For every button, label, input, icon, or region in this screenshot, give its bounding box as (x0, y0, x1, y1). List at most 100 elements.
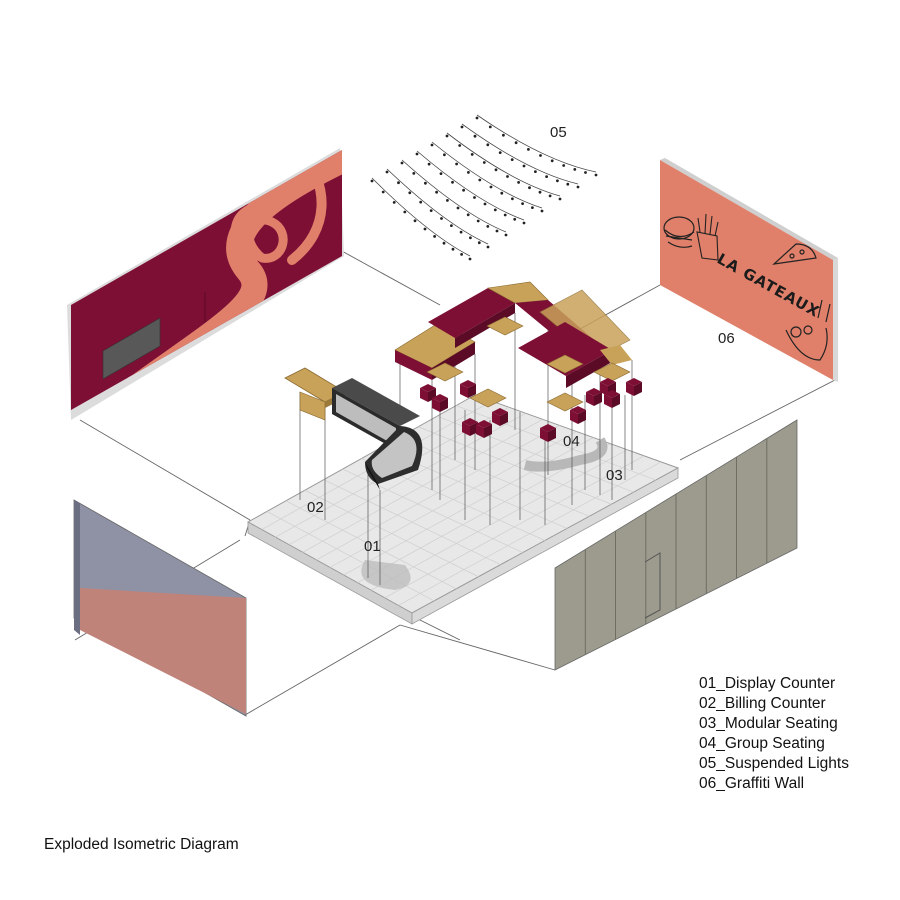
light-bulb (527, 148, 530, 151)
vertical-projection-lines (299, 313, 633, 585)
light-bulb (459, 230, 463, 234)
light-bulb (443, 153, 446, 157)
light-bulb (442, 241, 446, 245)
stool-side (484, 424, 492, 438)
light-bulb (473, 196, 476, 199)
fries-icon (696, 213, 719, 261)
light-bulb (458, 144, 462, 147)
stool-side (626, 382, 634, 396)
light-bulb (494, 168, 498, 172)
light-bulb (455, 162, 458, 166)
light-bulb (475, 116, 479, 120)
legend-item-group-seating: 04_Group Seating (699, 735, 825, 752)
table-top (469, 388, 507, 408)
light-bulb (528, 186, 531, 190)
light-bulb (566, 182, 570, 186)
light-string (416, 150, 525, 221)
right-glazing-wall (554, 419, 798, 671)
light-bulb (594, 173, 598, 177)
light-bulb (486, 245, 490, 249)
suspended-lights (370, 114, 598, 261)
group-seating (420, 316, 642, 442)
light-bulb (423, 227, 427, 231)
light-bulb (408, 191, 412, 195)
light-bulb (483, 202, 487, 206)
stool-side (600, 382, 608, 396)
stool-side (440, 398, 448, 412)
light-bulb (486, 143, 490, 147)
pizza-icon (772, 243, 817, 265)
light-bulb (513, 217, 517, 221)
light-bulb (502, 133, 505, 137)
marker-03: 03 (606, 467, 623, 484)
light-bulb (504, 233, 508, 237)
marker-06: 06 (718, 330, 735, 347)
light-bulb (466, 213, 470, 217)
light-bulb (539, 154, 542, 157)
light-bulb (460, 253, 463, 256)
light-bulb (488, 125, 492, 129)
stool-side (594, 392, 602, 406)
light-bulb (545, 175, 548, 179)
light-bulb (521, 202, 524, 206)
stool-side (548, 428, 556, 442)
light-bulb (506, 175, 509, 178)
floor-grid-line (384, 455, 645, 599)
stool-side (476, 424, 484, 438)
light-bulb (489, 185, 493, 189)
table-top (546, 354, 584, 374)
light-bulb (478, 178, 482, 182)
left-graffiti-wall (67, 148, 344, 420)
stool-side (492, 412, 500, 426)
light-bulb (403, 210, 407, 214)
legend-item-display-counter: 01_Display Counter (699, 675, 836, 692)
light-bulb (522, 221, 526, 225)
table-top (593, 362, 631, 382)
light-bulb (440, 217, 443, 220)
stool-side (586, 392, 594, 406)
light-bulb (462, 188, 465, 192)
light-bulb (419, 200, 423, 204)
light-string (386, 168, 489, 245)
display-counter (332, 378, 423, 490)
light-bulb (476, 219, 480, 223)
light-bulb (427, 162, 431, 166)
light-bulb (445, 134, 449, 138)
light-bulb (495, 229, 499, 233)
light-bulb (468, 257, 472, 261)
table-top (426, 362, 464, 382)
light-string (446, 132, 561, 197)
light-bulb (460, 125, 464, 129)
light-bulb (446, 199, 449, 202)
light-bulb (538, 190, 542, 194)
light-bulb (473, 134, 477, 138)
light-bulb (550, 159, 554, 163)
stool-side (462, 422, 470, 436)
light-bulb (470, 153, 474, 156)
marker-02: 02 (307, 499, 324, 516)
light-bulb (482, 161, 486, 164)
stool-side (604, 394, 612, 408)
burger-icon (663, 216, 695, 248)
stool-side (460, 384, 468, 398)
light-bulb (385, 170, 389, 174)
legend-item-suspended-lights: 05_Suspended Lights (699, 755, 849, 772)
light-string (461, 123, 579, 185)
light-bulb (573, 168, 577, 171)
light-bulb (511, 197, 514, 201)
light-bulb (531, 206, 534, 210)
legend-item-billing-counter: 02_Billing Counter (699, 695, 826, 712)
modular-seating (394, 281, 632, 388)
table-top (546, 392, 584, 412)
stool-side (420, 388, 428, 402)
stool-side (468, 384, 476, 398)
light-bulb (548, 194, 552, 198)
light-bulb (469, 236, 472, 240)
floor-grid-line (398, 461, 662, 606)
light-bulb (517, 181, 520, 184)
light-bulb (584, 171, 587, 174)
marker-04: 04 (563, 433, 580, 450)
light-bulb (451, 247, 455, 251)
stool-side (634, 382, 642, 396)
